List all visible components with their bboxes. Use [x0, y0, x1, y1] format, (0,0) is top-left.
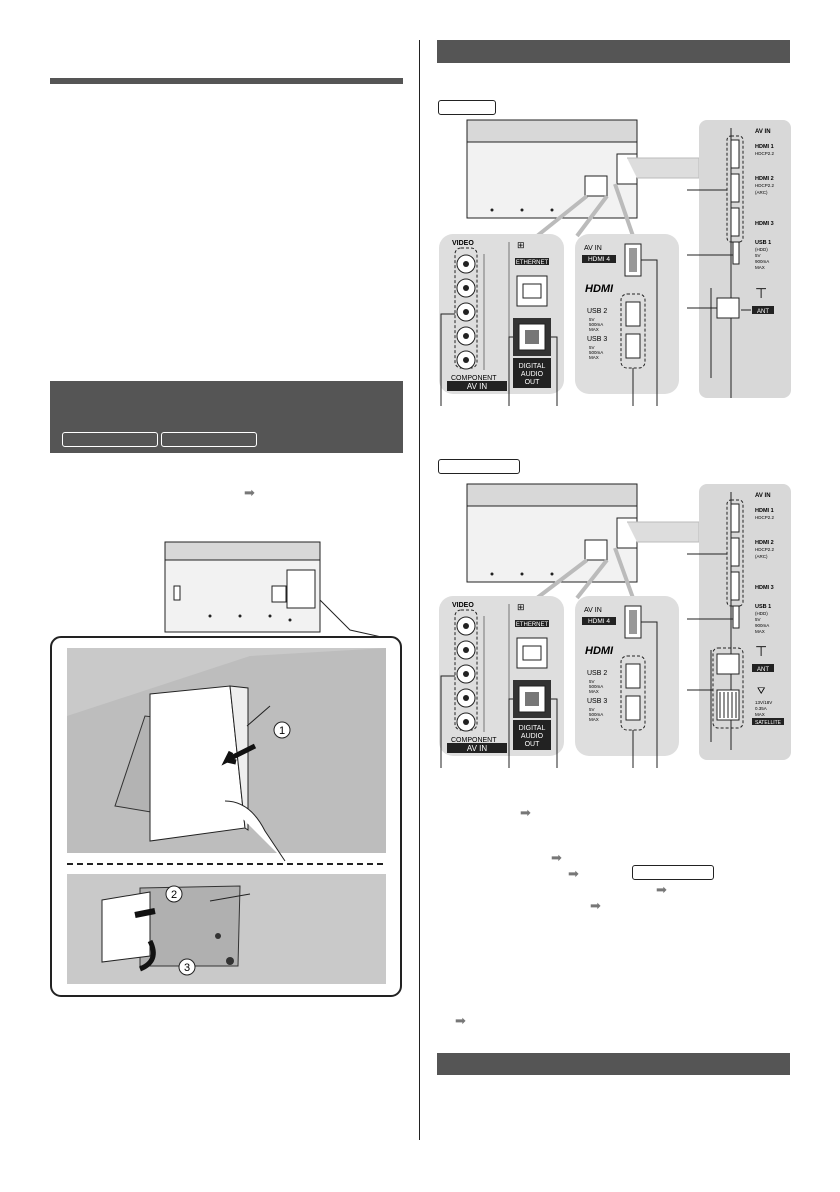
hdmi-av-in-label: AV IN	[584, 245, 602, 252]
side-usb1: 900mA	[755, 623, 769, 628]
side-hdmi2: HDCP2.2	[755, 183, 775, 188]
digital-audio-out-label: OUT	[525, 379, 541, 386]
reference-arrow-icon: ➡	[590, 898, 601, 913]
model-label-box	[632, 865, 714, 880]
usb-spec: MAX	[589, 689, 599, 694]
hdmi-logo-icon: HDMI	[585, 645, 614, 657]
tv-back-illustration	[164, 541, 396, 640]
section-rule	[50, 78, 403, 84]
side-hdmi1: HDCP2.2	[755, 151, 775, 156]
side-usb1: MAX	[755, 629, 765, 634]
satellite-dish-icon: ⛛	[757, 686, 766, 697]
usb3-label: USB 3	[587, 336, 607, 343]
connector-diagram-a: VIDEO COMPONENT AV IN ⊞ ETHERNET DIGITAL…	[439, 119, 791, 406]
antenna-icon: ⊤	[755, 643, 767, 659]
side-usb1: (HDD)	[755, 611, 768, 616]
reference-arrow-icon: ➡	[568, 866, 579, 881]
side-ant: ANT	[757, 309, 769, 315]
side-satellite: SATELLITE	[755, 720, 782, 726]
side-usb1: 5V	[755, 253, 761, 258]
reference-arrow-icon: ➡	[455, 1013, 466, 1028]
ethernet-label: ETHERNET	[516, 260, 549, 266]
side-hdmi1: HDMI 1	[755, 144, 774, 150]
zoom-detail-frame: 1 2 3	[50, 636, 402, 997]
usb-spec: 500mA	[589, 712, 603, 717]
hdmi4-label: HDMI 4	[588, 256, 610, 263]
side-satellite-spec: 0.35A	[755, 706, 767, 711]
side-hdmi2: HDCP2.2	[755, 547, 775, 552]
side-av-in: AV IN	[755, 129, 771, 135]
side-usb1: 900mA	[755, 259, 769, 264]
digital-audio-out-label: AUDIO	[521, 371, 544, 378]
av-in-label: AV IN	[467, 744, 488, 753]
side-hdmi2: (ARC)	[755, 554, 768, 559]
side-hdmi1: HDCP2.2	[755, 515, 775, 520]
usb-spec: MAX	[589, 327, 599, 332]
digital-audio-out-label: DIGITAL	[519, 363, 546, 370]
section-header	[437, 40, 790, 63]
model-badge	[62, 432, 158, 447]
reference-arrow-icon: ➡	[551, 850, 562, 865]
step-number: 2	[171, 889, 177, 901]
digital-audio-out-label: AUDIO	[521, 733, 544, 740]
side-hdmi2: HDMI 2	[755, 176, 774, 182]
side-usb1: (HDD)	[755, 247, 768, 252]
side-hdmi1: HDMI 1	[755, 508, 774, 514]
model-label-box	[438, 459, 520, 474]
usb-spec: MAX	[589, 355, 599, 360]
network-icon: ⊞	[517, 240, 525, 250]
usb2-label: USB 2	[587, 670, 607, 677]
side-usb1: USB 1	[755, 240, 771, 246]
component-label: COMPONENT	[451, 737, 497, 744]
side-hdmi3: HDMI 3	[755, 221, 774, 227]
side-usb1: 5V	[755, 617, 761, 622]
component-label: COMPONENT	[451, 375, 497, 382]
side-hdmi2: (ARC)	[755, 190, 768, 195]
usb-spec: 500mA	[589, 322, 603, 327]
digital-audio-out-label: DIGITAL	[519, 725, 546, 732]
step-number: 1	[279, 725, 285, 737]
side-usb1: MAX	[755, 265, 765, 270]
usb2-label: USB 2	[587, 308, 607, 315]
hdmi-logo-icon: HDMI	[585, 283, 614, 295]
usb-spec: 500mA	[589, 684, 603, 689]
usb-spec: 5V	[589, 707, 595, 712]
reference-arrow-icon: ➡	[520, 805, 531, 820]
side-satellite-spec: MAX	[755, 712, 765, 717]
side-hdmi2: HDMI 2	[755, 540, 774, 546]
hdmi4-label: HDMI 4	[588, 618, 610, 625]
usb-spec: MAX	[589, 717, 599, 722]
reference-arrow-icon: ➡	[656, 882, 667, 897]
av-in-label: AV IN	[467, 382, 488, 391]
usb3-label: USB 3	[587, 698, 607, 705]
network-icon: ⊞	[517, 602, 525, 612]
usb-spec: 5V	[589, 345, 595, 350]
usb-spec: 500mA	[589, 350, 603, 355]
side-hdmi3: HDMI 3	[755, 585, 774, 591]
reference-arrow-icon: ➡	[244, 485, 255, 500]
usb-spec: 5V	[589, 679, 595, 684]
hdmi-av-in-label: AV IN	[584, 607, 602, 614]
side-av-in: AV IN	[755, 493, 771, 499]
ethernet-label: ETHERNET	[516, 622, 549, 628]
usb-spec: 5V	[589, 317, 595, 322]
section-header	[437, 1053, 790, 1075]
connector-diagram-b: VIDEO COMPONENT AV IN ⊞ ETHERNET DIGITAL…	[439, 483, 791, 768]
video-label: VIDEO	[452, 240, 474, 247]
side-usb1: USB 1	[755, 604, 771, 610]
model-label-box	[438, 100, 496, 115]
antenna-icon: ⊤	[755, 285, 767, 301]
column-divider	[419, 40, 420, 1140]
video-label: VIDEO	[452, 602, 474, 609]
side-ant: ANT	[757, 667, 769, 673]
digital-audio-out-label: OUT	[525, 741, 541, 748]
model-badge	[161, 432, 257, 447]
side-satellite-spec: 13V/18V	[755, 700, 772, 705]
step-number: 3	[184, 962, 190, 974]
